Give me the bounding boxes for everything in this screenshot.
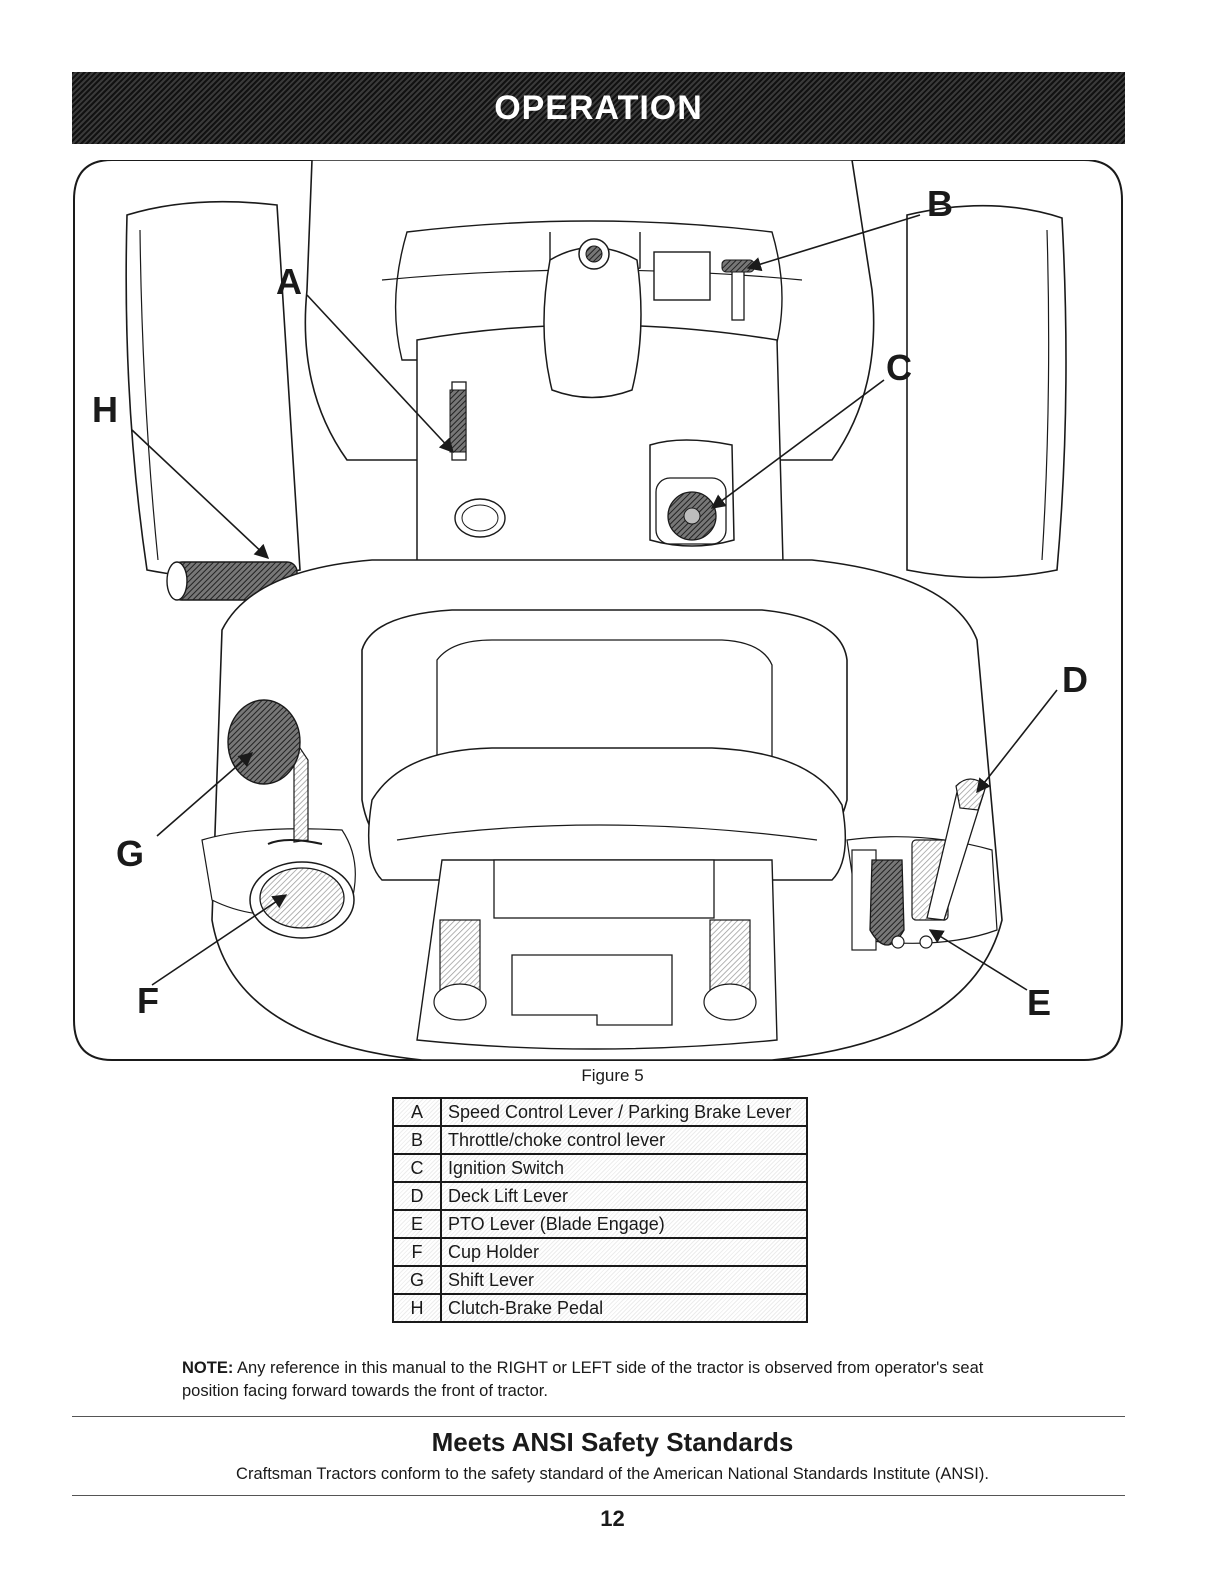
legend-label: Clutch-Brake Pedal bbox=[440, 1293, 808, 1323]
legend-label: PTO Lever (Blade Engage) bbox=[440, 1209, 808, 1239]
legend-label: Shift Lever bbox=[440, 1265, 808, 1295]
legend-key: F bbox=[392, 1237, 442, 1267]
legend-key: E bbox=[392, 1209, 442, 1239]
legend-label: Speed Control Lever / Parking Brake Leve… bbox=[440, 1097, 808, 1127]
legend-label: Deck Lift Lever bbox=[440, 1181, 808, 1211]
table-row: H Clutch-Brake Pedal bbox=[392, 1293, 808, 1323]
callout-f: F bbox=[137, 980, 159, 1021]
legend-label: Cup Holder bbox=[440, 1237, 808, 1267]
table-row: C Ignition Switch bbox=[392, 1153, 808, 1183]
legend-key: B bbox=[392, 1125, 442, 1155]
legend-key: A bbox=[392, 1097, 442, 1127]
tractor-diagram: A B C D E F G H bbox=[72, 160, 1124, 1062]
callout-h: H bbox=[92, 389, 118, 430]
callout-b: B bbox=[927, 183, 953, 224]
figure-caption: Figure 5 bbox=[581, 1066, 644, 1085]
table-row: G Shift Lever bbox=[392, 1265, 808, 1295]
divider-top bbox=[72, 1416, 1125, 1417]
divider-bottom bbox=[72, 1495, 1125, 1496]
operator-note: NOTE: Any reference in this manual to th… bbox=[182, 1357, 1042, 1403]
note-label: NOTE: bbox=[182, 1359, 234, 1377]
callout-c: C bbox=[886, 347, 912, 388]
section-banner: OPERATION bbox=[72, 72, 1125, 144]
table-row: B Throttle/choke control lever bbox=[392, 1125, 808, 1155]
parts-legend-table: A Speed Control Lever / Parking Brake Le… bbox=[392, 1097, 808, 1323]
table-row: E PTO Lever (Blade Engage) bbox=[392, 1209, 808, 1239]
legend-label: Ignition Switch bbox=[440, 1153, 808, 1183]
legend-label: Throttle/choke control lever bbox=[440, 1125, 808, 1155]
legend-key: G bbox=[392, 1265, 442, 1295]
callout-g: G bbox=[116, 833, 144, 874]
callout-a: A bbox=[276, 261, 302, 302]
standards-title: Meets ANSI Safety Standards bbox=[431, 1427, 794, 1457]
callout-d: D bbox=[1062, 659, 1088, 700]
table-row: D Deck Lift Lever bbox=[392, 1181, 808, 1211]
legend-key: D bbox=[392, 1181, 442, 1211]
standards-body: Craftsman Tractors conform to the safety… bbox=[236, 1465, 989, 1483]
note-text: Any reference in this manual to the RIGH… bbox=[182, 1359, 984, 1400]
callout-e: E bbox=[1027, 982, 1051, 1023]
table-row: F Cup Holder bbox=[392, 1237, 808, 1267]
legend-key: C bbox=[392, 1153, 442, 1183]
tractor-illustration: A B C D E F G H bbox=[73, 160, 1123, 1061]
section-title: OPERATION bbox=[494, 88, 703, 127]
table-row: A Speed Control Lever / Parking Brake Le… bbox=[392, 1097, 808, 1127]
legend-key: H bbox=[392, 1293, 442, 1323]
page-number: 12 bbox=[600, 1506, 625, 1531]
